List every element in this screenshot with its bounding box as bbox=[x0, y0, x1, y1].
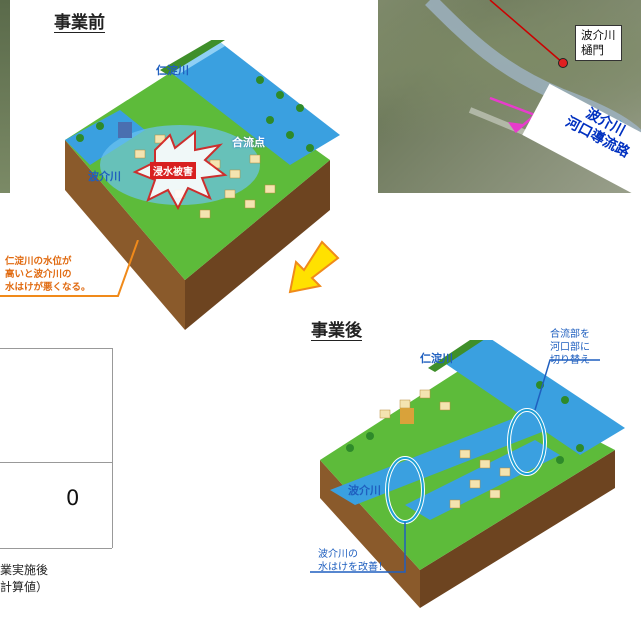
soil-right bbox=[185, 160, 330, 330]
before-label-confluence: 合流点 bbox=[232, 136, 265, 149]
after-diagram bbox=[310, 340, 625, 608]
before-note: 仁淀川の水位が 高いと波介川の 水はけが悪くなる。 bbox=[5, 255, 91, 294]
table-caption-line-2: 計算値） bbox=[0, 580, 49, 594]
before-note-line-2: 高いと波介川の bbox=[5, 269, 72, 280]
building bbox=[118, 122, 132, 138]
pointer-line bbox=[489, 0, 564, 64]
trees bbox=[76, 76, 314, 152]
after-levee bbox=[428, 340, 484, 372]
data-table bbox=[0, 348, 113, 548]
after-note-switch: 合流部を 河口部に 切り替え bbox=[550, 328, 590, 367]
levee bbox=[160, 40, 225, 75]
table-mid-border bbox=[0, 462, 112, 463]
table-caption: 業実施後 計算値） bbox=[0, 562, 48, 596]
orange-callout-line bbox=[0, 240, 139, 297]
before-label-nidogawa: 仁淀川 bbox=[156, 64, 189, 77]
before-label-hakegawa: 波介川 bbox=[88, 170, 121, 183]
callout-line-improve bbox=[310, 522, 406, 573]
before-title: 事業前 bbox=[54, 13, 105, 33]
after-note-improve-1: 波介川の bbox=[318, 549, 358, 560]
soil-left bbox=[65, 140, 185, 330]
aerial-edge bbox=[0, 0, 10, 193]
after-houses bbox=[379, 389, 511, 509]
table-caption-line-1: 業実施後 bbox=[0, 563, 49, 577]
yellow-arrow bbox=[288, 240, 340, 294]
after-nidogawa bbox=[440, 340, 625, 455]
after-soil-right bbox=[420, 450, 615, 608]
highlight-ring-confluence-inner bbox=[508, 409, 546, 475]
after-building bbox=[400, 408, 414, 424]
after-label-hakegawa: 波介川 bbox=[348, 484, 381, 497]
gate-label-line-1: 波介川 bbox=[581, 28, 616, 42]
nidogawa-river bbox=[170, 42, 340, 165]
flood-label: 浸水被害 bbox=[150, 162, 196, 179]
before-note-line-1: 仁淀川の水位が bbox=[5, 256, 72, 267]
after-note-improve-2: 水はけを改善！ bbox=[318, 562, 388, 573]
after-guide-channel bbox=[405, 440, 560, 520]
before-note-line-3: 水はけが悪くなる。 bbox=[5, 282, 91, 293]
river-highlight bbox=[170, 42, 225, 76]
after-note-switch-1: 合流部を bbox=[550, 329, 590, 340]
gate-marker bbox=[558, 58, 568, 68]
table-top-border bbox=[0, 348, 112, 349]
after-title: 事業後 bbox=[311, 321, 362, 341]
table-value: 0 bbox=[66, 486, 80, 510]
after-note-switch-2: 河口部に bbox=[550, 342, 590, 353]
after-label-nidogawa: 仁淀川 bbox=[420, 352, 453, 365]
gate-label-box: 波介川 樋門 bbox=[575, 25, 622, 61]
pink-arrowhead bbox=[508, 122, 523, 132]
callout-line-switch bbox=[534, 359, 600, 411]
after-note-improve: 波介川の 水はけを改善！ bbox=[318, 548, 388, 574]
after-note-switch-3: 切り替え bbox=[550, 355, 590, 366]
table-bottom-border bbox=[0, 548, 112, 549]
gate-label-line-2: 樋門 bbox=[581, 43, 604, 57]
